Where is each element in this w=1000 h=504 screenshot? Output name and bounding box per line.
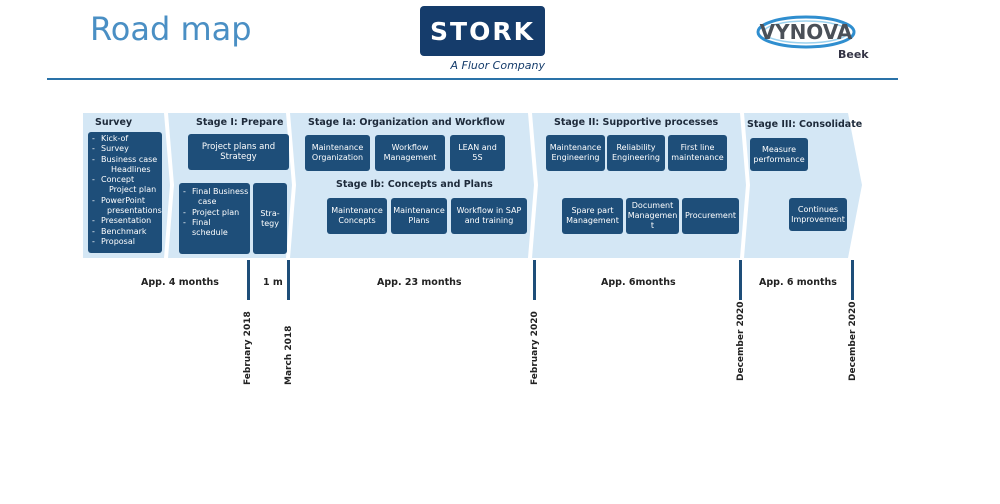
list-item: Final <box>183 218 248 229</box>
stage1b-box-1: Maintenance Concepts <box>327 198 387 234</box>
list-item: Presentation <box>92 216 160 227</box>
date-label: February 2020 <box>530 311 540 385</box>
stage2-box-top-3: First line maintenance <box>668 135 727 171</box>
survey-list: Kick-of Survey Business case Headlines C… <box>88 132 162 253</box>
vynova-sub: Beek <box>838 48 869 61</box>
band-stage3 <box>744 113 862 258</box>
date-label: December 2020 <box>736 301 746 381</box>
stage1-plans-box: Project plans and Strategy <box>188 134 289 170</box>
date-label: December 2020 <box>848 301 858 381</box>
date-label: March 2018 <box>284 325 294 385</box>
list-item: PowerPoint <box>92 196 160 207</box>
stage2-box-top-1: Maintenance Engineering <box>546 135 605 171</box>
page-title: Road map <box>90 10 252 48</box>
stage1b-box-3: Workflow in SAP and training <box>451 198 527 234</box>
stage2-box-bottom-1: Spare part Management <box>562 198 623 234</box>
stage3-box-2: Continues Improvement <box>789 198 847 231</box>
stage1-title: Stage I: Prepare <box>196 117 284 128</box>
duration-survey: App. 4 months <box>141 277 219 288</box>
list-item: Concept <box>92 175 160 186</box>
date-label: February 2018 <box>243 311 253 385</box>
survey-title: Survey <box>95 117 133 128</box>
stage1-strategy-box: Stra-tegy <box>253 183 287 254</box>
vynova-logo-text: VYNOVA <box>760 20 853 44</box>
timeline-marker <box>739 260 742 300</box>
list-item: Final Business <box>183 187 248 198</box>
stage2-box-bottom-3: Procurement <box>682 198 739 234</box>
list-item: Benchmark <box>92 227 160 238</box>
list-item: Project plan <box>109 185 157 195</box>
list-item: Proposal <box>92 237 160 248</box>
stork-logo: STORK <box>420 6 545 56</box>
timeline-marker <box>247 260 250 300</box>
list-item: Headlines <box>111 164 151 174</box>
stage1a-box-1: Maintenance Organization <box>305 135 370 171</box>
stage1a-box-3: LEAN and 5S <box>450 135 505 171</box>
list-item: Survey <box>92 144 160 155</box>
stork-tagline: A Fluor Company <box>450 59 545 72</box>
stage3-box-1: Measure performance <box>750 138 808 171</box>
stage1a-title: Stage Ia: Organization and Workflow <box>308 117 506 128</box>
duration-stage3: App. 6 months <box>759 277 837 288</box>
stage2-title: Stage II: Supportive processes <box>554 117 719 128</box>
list-item: Project plan <box>183 208 248 219</box>
vynova-logo: VYNOVA <box>756 15 856 49</box>
list-item: Business case <box>92 155 160 166</box>
duration-stage1a: App. 23 months <box>377 277 462 288</box>
list-item: schedule <box>192 228 228 238</box>
stage2-box-top-2: Reliability Engineering <box>607 135 665 171</box>
header-divider <box>47 78 898 80</box>
timeline-marker <box>287 260 290 300</box>
stage1a-box-2: Workflow Management <box>375 135 445 171</box>
timeline-marker <box>851 260 854 300</box>
stage3-title: Stage III: Consolidate <box>747 119 863 130</box>
list-item: Kick-of <box>92 134 160 145</box>
list-item: presentations <box>107 206 162 216</box>
stage2-box-bottom-2: Document Managemen t <box>626 198 679 234</box>
stage1b-box-2: Maintenance Plans <box>391 198 447 234</box>
timeline-marker <box>533 260 536 300</box>
stage1-list: Final Business case Project plan Final s… <box>179 183 250 254</box>
list-item: case <box>198 197 217 207</box>
stage1b-title: Stage Ib: Concepts and Plans <box>336 179 493 190</box>
duration-stage2: App. 6months <box>601 277 676 288</box>
duration-stage1: 1 m <box>263 277 283 288</box>
